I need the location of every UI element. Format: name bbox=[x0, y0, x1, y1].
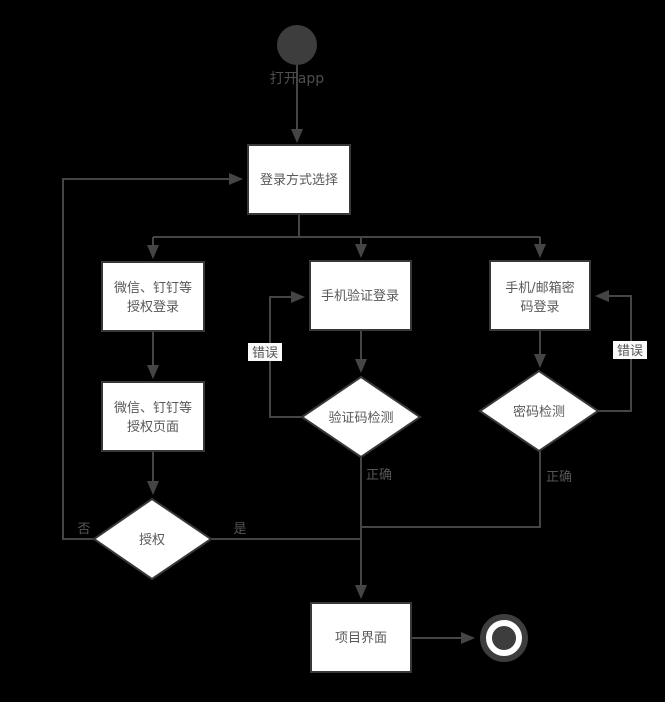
node-phone-login-label: 手机验证登录 bbox=[321, 288, 399, 304]
start-node-label: 打开app bbox=[270, 70, 324, 87]
edge-authorize-no-return bbox=[62, 173, 243, 540]
edge-labels: 错误 错误 正确 正确 是 否 bbox=[77, 341, 647, 537]
edge-label-bg-error-right bbox=[613, 341, 647, 359]
node-password-check bbox=[478, 369, 600, 453]
node-password-login-label-line2: 码登录 bbox=[520, 300, 559, 315]
node-password-check-label: 密码检测 bbox=[513, 404, 565, 420]
edge-password-check-correct bbox=[361, 451, 541, 528]
edge-label-error-middle: 错误 bbox=[252, 346, 278, 361]
node-wechat-login-label-line2: 授权登录 bbox=[127, 299, 179, 315]
edge-label-correct-middle: 正确 bbox=[366, 468, 392, 483]
end-node-dot bbox=[492, 626, 516, 650]
node-authorize-label: 授权 bbox=[139, 532, 165, 548]
edge-label-no: 否 bbox=[77, 522, 90, 537]
edge-label-bg-error-middle bbox=[248, 343, 282, 361]
node-code-check-label: 验证码检测 bbox=[328, 410, 393, 426]
node-authorize bbox=[92, 497, 213, 581]
edge-label-correct-right: 正确 bbox=[546, 470, 572, 485]
node-phone-login bbox=[309, 260, 412, 331]
node-password-login-label-line1: 手机/邮箱密 bbox=[505, 280, 574, 296]
node-login-select bbox=[247, 144, 351, 215]
node-login-select-label: 登录方式选择 bbox=[260, 172, 338, 188]
node-code-check bbox=[300, 375, 422, 459]
node-project-ui bbox=[310, 602, 412, 673]
edge-label-error-right: 错误 bbox=[617, 344, 643, 359]
node-wechat-page-label-line1: 微信、钉钉等 bbox=[114, 400, 192, 416]
node-wechat-page bbox=[101, 381, 205, 452]
node-password-login bbox=[489, 260, 591, 331]
node-project-ui-label: 项目界面 bbox=[335, 631, 387, 646]
nodes: 打开app 登录方式选择 微信、钉钉等 授权登录 手机验证登录 手机/邮箱密 码… bbox=[92, 25, 600, 673]
edges bbox=[62, 65, 632, 644]
node-wechat-login-label-line1: 微信、钉钉等 bbox=[114, 280, 192, 296]
node-wechat-page-label-line2: 授权页面 bbox=[127, 419, 179, 435]
start-node bbox=[277, 25, 317, 65]
edge-label-yes: 是 bbox=[233, 522, 246, 537]
node-wechat-login bbox=[101, 261, 205, 332]
